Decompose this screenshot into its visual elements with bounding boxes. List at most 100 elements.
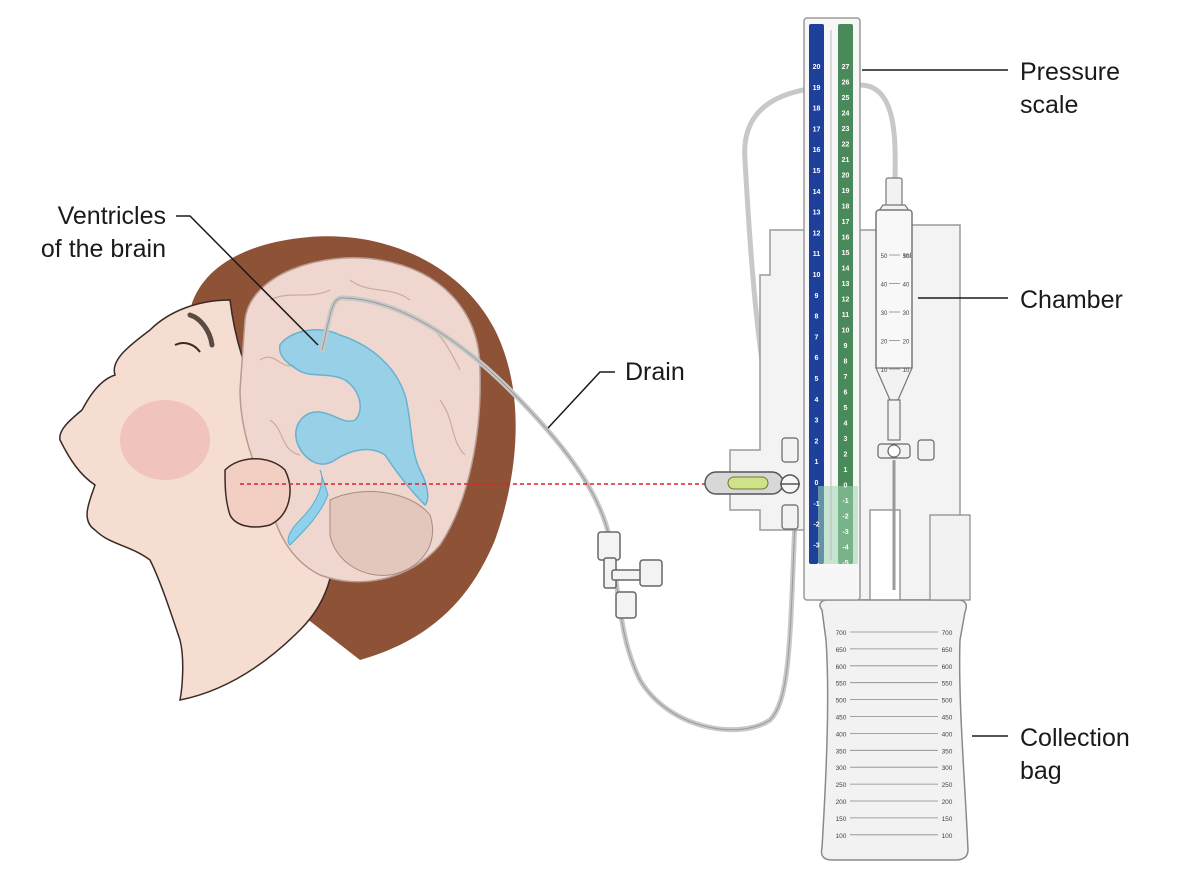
blue-scale-label: 12 <box>813 230 821 237</box>
blue-scale-label: 8 <box>815 314 819 321</box>
scale-lower-shade <box>818 486 858 564</box>
bag-scale-label: 600 <box>942 664 953 671</box>
green-scale-label: -4 <box>842 545 848 552</box>
green-scale-label: 22 <box>842 142 850 149</box>
chamber-scale-label: 20 <box>903 340 910 346</box>
green-scale-label: -3 <box>842 529 848 536</box>
blue-scale-label: 20 <box>813 64 821 71</box>
ventricles-label: Ventricles of the brain <box>20 200 166 266</box>
bag-scale-label: 250 <box>836 782 847 789</box>
pressure-scale-label: Pressure scale <box>1020 56 1120 122</box>
drain-label-text: Drain <box>625 358 685 386</box>
blue-scale-label: 15 <box>813 168 821 175</box>
pressure-label-line1: Pressure <box>1020 58 1121 86</box>
pressure-label-line2: scale <box>1020 91 1079 119</box>
bag-scale-label: 400 <box>836 731 847 738</box>
green-scale-bar <box>838 24 853 564</box>
green-scale-label: 7 <box>844 374 848 381</box>
blue-scale-label: 3 <box>815 418 819 425</box>
blue-scale-label: 18 <box>813 106 821 113</box>
blue-scale-label: 16 <box>813 147 821 154</box>
chamber-label-text: Chamber <box>1020 286 1123 314</box>
collection-bag-label: Collection bag <box>1020 722 1130 788</box>
chamber-scale-label: 50 <box>881 254 888 260</box>
chamber-scale-label: 40 <box>903 283 910 289</box>
blue-scale-bar <box>809 24 824 564</box>
ventricles <box>278 329 429 507</box>
chamber-scale-label: 10 <box>903 368 910 374</box>
green-scale-label: 9 <box>844 343 848 350</box>
blue-scale-label: -3 <box>813 542 819 549</box>
blue-scale-label: -1 <box>813 501 819 508</box>
blue-scale-label: 6 <box>815 355 819 362</box>
blue-scale-label: 5 <box>815 376 819 383</box>
bag-scale-label: 500 <box>836 698 847 705</box>
blue-scale-label: 0 <box>815 480 819 487</box>
green-scale-label: 27 <box>842 64 850 71</box>
green-scale-label: 5 <box>844 405 848 412</box>
bag-scale-label: 350 <box>836 748 847 755</box>
blue-scale-label: 2 <box>815 438 819 445</box>
green-scale-ticks: 2726252423222120191817161514131211109876… <box>842 64 850 567</box>
blue-scale-label: 9 <box>815 293 819 300</box>
green-scale-label: 18 <box>842 204 850 211</box>
bag-scale-label: 350 <box>942 748 953 755</box>
green-scale-label: -1 <box>842 498 848 505</box>
callout-leaders <box>176 69 1008 737</box>
cheek-blush <box>120 400 210 480</box>
bag-scale-label: 450 <box>942 715 953 722</box>
green-scale-label: 10 <box>842 328 850 335</box>
bag-scale-label: 500 <box>942 698 953 705</box>
bag-label-line2: bag <box>1020 757 1062 785</box>
patient-head <box>59 236 516 701</box>
ear <box>224 458 291 528</box>
bag-scale-label: 550 <box>836 681 847 688</box>
blue-scale-label: 14 <box>813 189 821 196</box>
chamber-scale-label: 50 <box>903 254 910 260</box>
chamber-unit: ml <box>904 253 912 260</box>
bag-label-line1: Collection <box>1020 724 1130 752</box>
bag-scale-label: 700 <box>836 630 847 637</box>
green-scale-label: 19 <box>842 188 850 195</box>
bag-scale-label: 600 <box>836 664 847 671</box>
green-scale-label: 14 <box>842 266 850 273</box>
bag-top <box>929 514 971 601</box>
blue-scale-label: 17 <box>813 126 821 133</box>
blue-scale-label: 1 <box>815 459 819 466</box>
green-scale-label: 4 <box>844 421 848 428</box>
bag-scale-label: 100 <box>942 833 953 840</box>
eye <box>174 342 201 353</box>
green-scale-label: 15 <box>842 250 850 257</box>
green-scale-label: 20 <box>842 173 850 180</box>
green-scale-label: 3 <box>844 436 848 443</box>
bag-scale-label: 700 <box>942 630 953 637</box>
green-scale-label: 17 <box>842 219 850 226</box>
bag-scale-label: 250 <box>942 782 953 789</box>
bag-scale-label: 650 <box>836 647 847 654</box>
green-scale-label: 12 <box>842 297 850 304</box>
green-scale-label: 23 <box>842 126 850 133</box>
green-scale-label: 25 <box>842 95 850 102</box>
bag-scale-label: 300 <box>942 765 953 772</box>
green-scale-label: 13 <box>842 281 850 288</box>
green-scale-label: 16 <box>842 235 850 242</box>
blue-scale-label: 7 <box>815 334 819 341</box>
green-scale-label: 24 <box>842 111 850 118</box>
blue-scale-label: 19 <box>813 85 821 92</box>
chamber-scale-label: 40 <box>881 283 888 289</box>
blue-scale-label: 11 <box>813 251 821 258</box>
green-scale-label: 8 <box>844 359 848 366</box>
bag-scale-label: 200 <box>942 799 953 806</box>
ventricle-lower <box>287 469 329 546</box>
green-scale-label: 21 <box>842 157 850 164</box>
green-scale-label: 1 <box>844 467 848 474</box>
green-scale-label: 6 <box>844 390 848 397</box>
chamber-scale-label: 20 <box>881 340 888 346</box>
green-scale-label: 26 <box>842 80 850 87</box>
green-scale-label: -5 <box>842 560 848 567</box>
cerebellum <box>329 491 434 576</box>
